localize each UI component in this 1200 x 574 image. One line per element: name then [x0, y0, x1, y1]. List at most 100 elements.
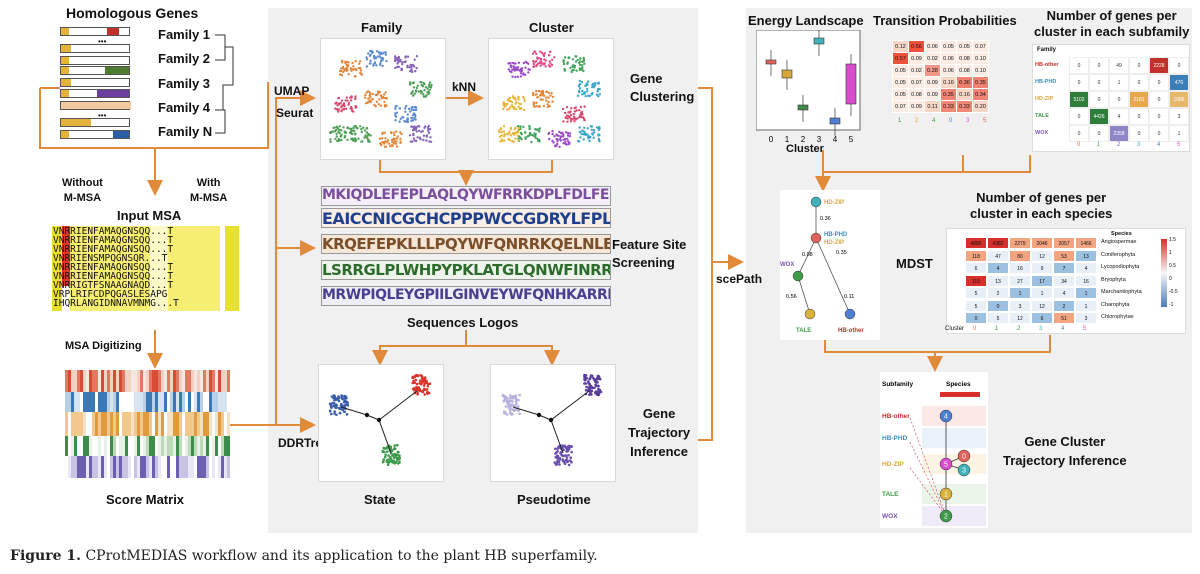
- species-cell: 1466: [1075, 237, 1097, 249]
- score-stripe: [197, 370, 200, 392]
- score-stripe: [125, 370, 128, 392]
- umap-point: [566, 137, 569, 141]
- trajectory-point: [342, 410, 346, 414]
- subfamily-tick: 2: [1117, 142, 1121, 148]
- energy-box: [845, 63, 857, 105]
- umap-point: [337, 130, 340, 133]
- umap-point: [360, 73, 364, 76]
- umap-point: [395, 111, 399, 114]
- score-stripe: [221, 436, 224, 456]
- umap-point: [404, 107, 407, 110]
- score-stripe: [110, 412, 113, 436]
- umap-point: [540, 62, 543, 65]
- umap-point: [411, 105, 414, 109]
- umap-point: [367, 140, 370, 143]
- transition-tick: 2: [915, 118, 919, 124]
- trajectory-point: [332, 396, 335, 400]
- score-stripe: [191, 412, 194, 436]
- umap-point: [406, 113, 409, 116]
- umap-point: [340, 69, 343, 73]
- umap-point: [508, 99, 511, 103]
- umap-point: [503, 139, 506, 142]
- umap-point: [504, 102, 507, 106]
- umap-point: [360, 128, 363, 131]
- score-stripe: [170, 436, 173, 456]
- umap-point: [567, 56, 570, 59]
- umap-point: [519, 136, 522, 139]
- umap-point: [384, 137, 387, 140]
- mdst-node-label: HB-other: [838, 328, 864, 334]
- subfamily-cell: 0: [1129, 57, 1149, 74]
- score-stripe: [155, 412, 158, 436]
- score-stripe: [77, 412, 80, 436]
- umap-point: [347, 64, 350, 67]
- with-msa-label: With M-MSA: [190, 177, 228, 204]
- transition-cell: 0.10: [972, 64, 989, 77]
- umap-point: [401, 62, 404, 66]
- umap-point: [568, 132, 572, 135]
- umap-point: [410, 91, 414, 94]
- species-cell: 3: [1075, 312, 1097, 324]
- trajectory-point: [398, 461, 401, 464]
- score-stripe: [104, 456, 107, 478]
- trajectory-point: [584, 376, 587, 379]
- score-stripe: [128, 392, 131, 412]
- umap-point: [528, 68, 531, 71]
- umap-point: [519, 72, 523, 75]
- umap-point: [581, 93, 584, 96]
- umap-point: [406, 55, 410, 58]
- umap-point: [367, 133, 370, 136]
- umap-point: [510, 65, 513, 68]
- energy-tick: 1: [785, 135, 790, 142]
- transition-cell: 0.09: [908, 52, 925, 65]
- score-stripe: [164, 412, 167, 436]
- umap-point: [518, 102, 521, 105]
- umap-point: [563, 56, 567, 59]
- trajectory-point: [414, 386, 418, 389]
- umap-point: [509, 127, 513, 131]
- umap-point: [427, 129, 430, 133]
- umap-point: [584, 133, 587, 137]
- umap-point: [564, 140, 567, 143]
- msa-row: VNRRIENFAMAQGNSQQ...T: [53, 235, 174, 246]
- umap-point: [508, 106, 512, 109]
- umap-point: [410, 68, 413, 71]
- trajectory-point: [596, 374, 600, 378]
- msa-row: VNRRIENFAMAQGNSQQ...T: [53, 244, 174, 255]
- trajectory-point: [420, 380, 424, 383]
- species-cell: 53: [1053, 249, 1075, 262]
- score-stripe: [224, 412, 227, 436]
- species-cell: 2279: [1009, 237, 1031, 249]
- score-stripe: [128, 456, 131, 478]
- umap-point: [376, 55, 380, 58]
- mdst-node-label: TALE: [796, 328, 811, 334]
- score-stripe: [134, 412, 137, 436]
- score-stripe: [176, 412, 179, 436]
- umap-point: [559, 132, 563, 135]
- score-stripe: [116, 370, 119, 392]
- umap-point: [411, 140, 414, 143]
- umap-point: [411, 81, 414, 85]
- trajectory-point: [393, 454, 397, 458]
- score-matrix: [65, 370, 230, 478]
- umap-point: [514, 126, 517, 129]
- subfamily-cell: 1086: [1169, 91, 1189, 108]
- branch-node: [364, 412, 370, 418]
- umap-point: [398, 107, 401, 110]
- species-cell: 80: [1009, 249, 1031, 262]
- umap-point: [583, 62, 586, 65]
- score-stripe: [74, 392, 77, 412]
- umap-point: [533, 65, 536, 68]
- score-stripe: [107, 412, 110, 436]
- umap-point: [364, 96, 367, 99]
- transition-cell: 0.34: [972, 88, 989, 101]
- score-stripe: [125, 456, 128, 478]
- score-stripe: [149, 456, 152, 478]
- trajectory-point: [509, 399, 513, 403]
- energy-tick: 4: [833, 135, 838, 142]
- umap-point: [550, 63, 554, 67]
- umap-point: [422, 134, 426, 137]
